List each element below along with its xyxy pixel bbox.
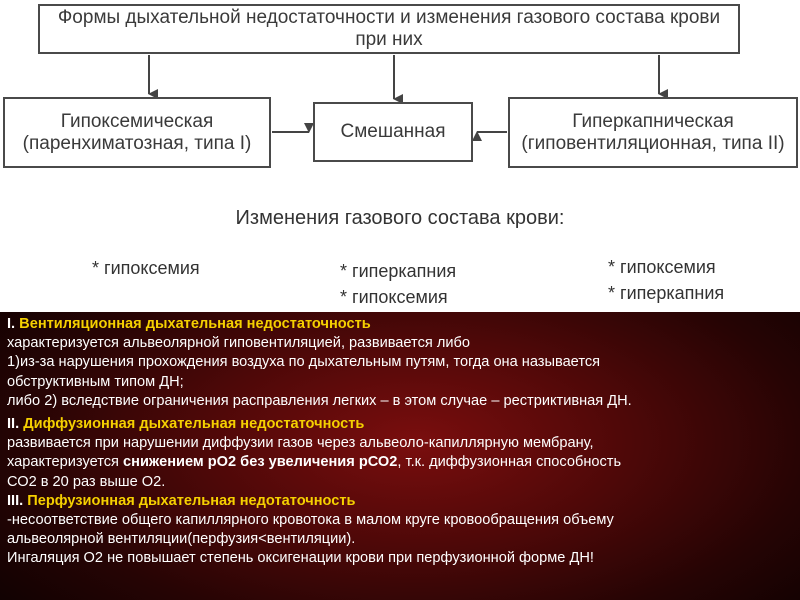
section-2-number: II. [7, 416, 20, 433]
section-1-title: Вентиляционная дыхательная недостаточнос… [19, 316, 371, 332]
hypercapnic-changes: * гипоксемия * гиперкапния [608, 254, 724, 306]
hypoxemic-title: Гипоксемическая [60, 110, 214, 132]
section-3-line: альвеолярной вентиляции(перфузия<вентиля… [7, 531, 356, 548]
section-1-line: либо 2) вследствие ограничения расправле… [7, 392, 632, 409]
change-item: * гиперкапния [340, 261, 457, 281]
hypercapnic-box: Гиперкапническая (гиповентиляционная, ти… [508, 97, 798, 168]
mixed-box: Смешанная [313, 102, 473, 162]
section-1-line: характеризуется альвеолярной гиповентиля… [7, 335, 470, 352]
diagram-arrows [148, 55, 668, 141]
mixed-changes: * гиперкапния * гипоксемия [340, 258, 456, 310]
section-3-heading: III. Перфузионная дыхательная недотаточн… [7, 492, 794, 511]
section-2-heading: II. Диффузионная дыхательная недостаточн… [7, 415, 794, 434]
section-3-line: -несоответствие общего капиллярного кров… [7, 512, 614, 529]
hypoxemic-changes: * гипоксемия [92, 255, 200, 281]
change-item: * гипоксемия [608, 257, 716, 277]
section-1-line: обструктивным типом ДН; [7, 373, 184, 390]
section-3-title: Перфузионная дыхательная недотаточность [27, 492, 356, 509]
gas-changes-heading: Изменения газового состава крови: [235, 207, 565, 229]
section-2-line: СО2 в 20 раз выше О2. [7, 473, 166, 490]
section-2-line: характеризуется снижением рО2 без увелич… [7, 453, 794, 472]
section-2-emphasis: снижением рО2 без увеличения рСО2 [123, 454, 398, 471]
section-3-number: III. [7, 492, 24, 509]
change-item: * гипоксемия [92, 258, 200, 278]
section-1-heading: I. Вентиляционная дыхательная недостаточ… [7, 315, 794, 334]
change-item: * гиперкапния [608, 283, 725, 303]
forms-title-text: Формы дыхательной недостаточности и изме… [57, 7, 721, 50]
change-item: * гипоксемия [340, 287, 448, 307]
hypoxemic-box: Гипоксемическая (паренхиматозная, типа I… [3, 97, 271, 168]
section-3-line: Ингаляция О2 не повышает степень оксиген… [7, 550, 594, 567]
mixed-title: Смешанная [340, 121, 446, 143]
hypercapnic-title: Гиперкапническая [572, 110, 734, 132]
section-1-line: 1)из-за нарушения прохождения воздуха по… [7, 354, 601, 371]
hypoxemic-subtitle: (паренхиматозная, типа I) [22, 132, 252, 154]
section-2-text: , т.к. диффузионная способность [397, 454, 622, 471]
section-2-title: Диффузионная дыхательная недостаточность [23, 416, 365, 433]
section-1-number: I. [7, 316, 16, 332]
forms-title-box: Формы дыхательной недостаточности и изме… [38, 4, 740, 54]
description-panel: I. Вентиляционная дыхательная недостаточ… [0, 312, 800, 600]
section-2-text: характеризуется [7, 454, 124, 471]
hypercapnic-subtitle: (гиповентиляционная, типа II) [521, 132, 785, 154]
section-2-line: развивается при нарушении диффузии газов… [7, 435, 594, 452]
respiratory-failure-diagram: Формы дыхательной недостаточности и изме… [3, 4, 798, 310]
